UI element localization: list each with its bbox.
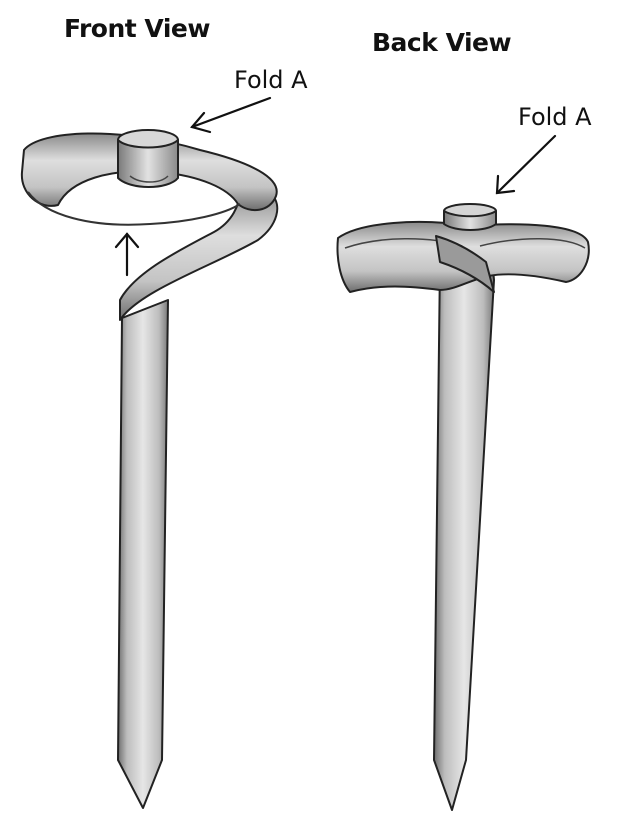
front-coil-body xyxy=(118,140,178,187)
front-up-arrow xyxy=(116,234,138,275)
front-fold-a-arrow xyxy=(192,98,270,132)
back-ribbon-strip xyxy=(434,258,494,810)
front-ribbon-strip xyxy=(118,300,168,808)
back-fold-a-arrow xyxy=(497,136,555,193)
front-view-drawing xyxy=(22,98,277,808)
back-view-drawing xyxy=(338,136,589,810)
